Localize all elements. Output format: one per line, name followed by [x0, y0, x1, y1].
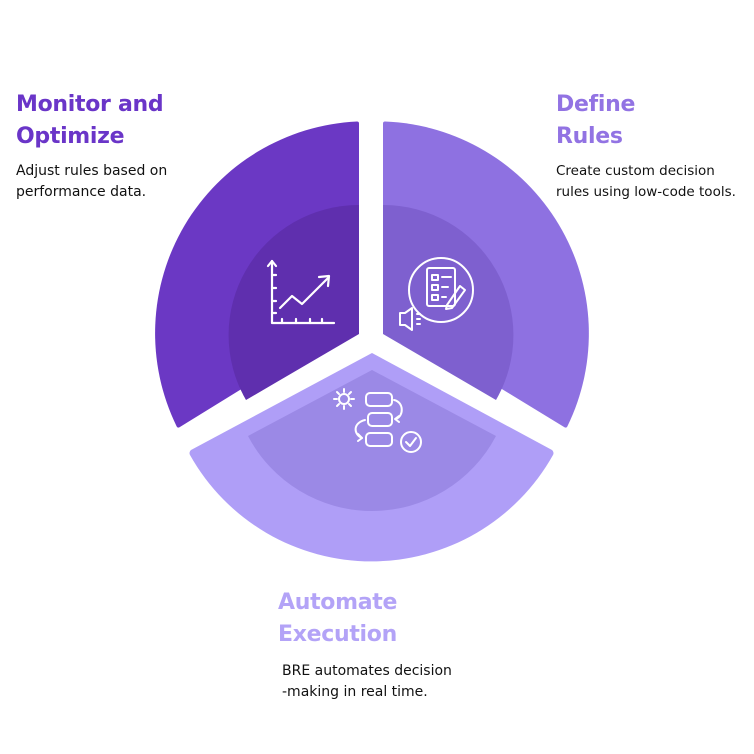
stage-monitor-title-line2: Optimize [16, 124, 125, 149]
stage-automate-desc-line1: BRE automates decision [282, 663, 452, 679]
stage-automate-description: BRE automates decision -making in real t… [278, 661, 508, 703]
stage-define-desc-line1: Create custom decision [556, 163, 715, 179]
stage-automate-title-line2: Execution [278, 622, 397, 647]
line-chart-icon [266, 259, 336, 325]
stage-define-desc-line2: rules using low-code tools. [556, 184, 736, 200]
stage-monitor-desc-line1: Adjust rules based on [16, 163, 168, 179]
stage-monitor-title-line1: Monitor and [16, 92, 164, 117]
stage-define-title-line2: Rules [556, 124, 623, 149]
stage-automate-block: Automate Execution BRE automates decisio… [278, 587, 508, 703]
stage-automate-desc-line2: -making in real time. [282, 684, 428, 700]
stage-automate-title-line1: Automate [278, 590, 398, 615]
stage-monitor-title: Monitor and Optimize [16, 89, 236, 153]
checklist-edit-icon [399, 257, 474, 331]
stage-monitor-description: Adjust rules based on performance data. [16, 161, 236, 203]
workflow-automation-icon [333, 388, 422, 453]
stage-define-block: Define Rules Create custom decision rule… [556, 89, 752, 203]
stage-monitor-block: Monitor and Optimize Adjust rules based … [16, 89, 236, 203]
stage-define-description: Create custom decision rules using low-c… [556, 161, 752, 203]
stage-define-title: Define Rules [556, 89, 752, 153]
stage-automate-title: Automate Execution [278, 587, 508, 651]
stage-monitor-desc-line2: performance data. [16, 184, 147, 200]
stage-define-title-line1: Define [556, 92, 636, 117]
